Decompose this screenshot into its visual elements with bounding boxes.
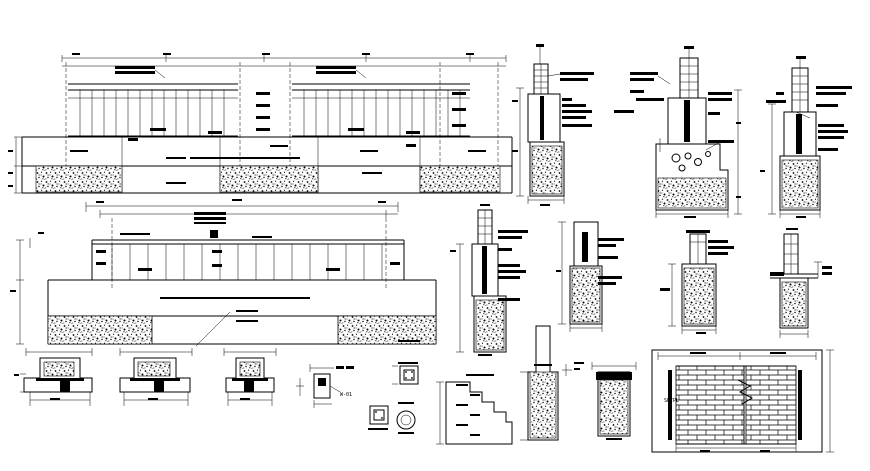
footing-detail-2 xyxy=(119,348,193,406)
rubble-foundation-details xyxy=(520,325,637,441)
footing-detail-1 xyxy=(14,348,93,406)
stair-section xyxy=(436,374,513,445)
wall-section-2 xyxy=(614,46,742,218)
wall-section-1 xyxy=(512,44,594,206)
wall-section-7 xyxy=(770,228,832,338)
wall-section-6 xyxy=(660,230,734,334)
footing-details-row xyxy=(14,348,277,406)
wall-section-5 xyxy=(556,221,624,332)
brick-wall-elevation: SL/PL xyxy=(651,349,834,453)
small-column-details: W-01 xyxy=(296,362,419,434)
footing-detail-3 xyxy=(223,348,277,406)
wall-section-3 xyxy=(760,56,852,218)
wall-level-mark: SL/PL xyxy=(664,398,679,404)
middle-left-elevation xyxy=(10,199,437,347)
top-left-elevation xyxy=(8,53,513,194)
wall-section-4 xyxy=(450,204,528,356)
column-detail-label: W-01 xyxy=(340,392,352,398)
